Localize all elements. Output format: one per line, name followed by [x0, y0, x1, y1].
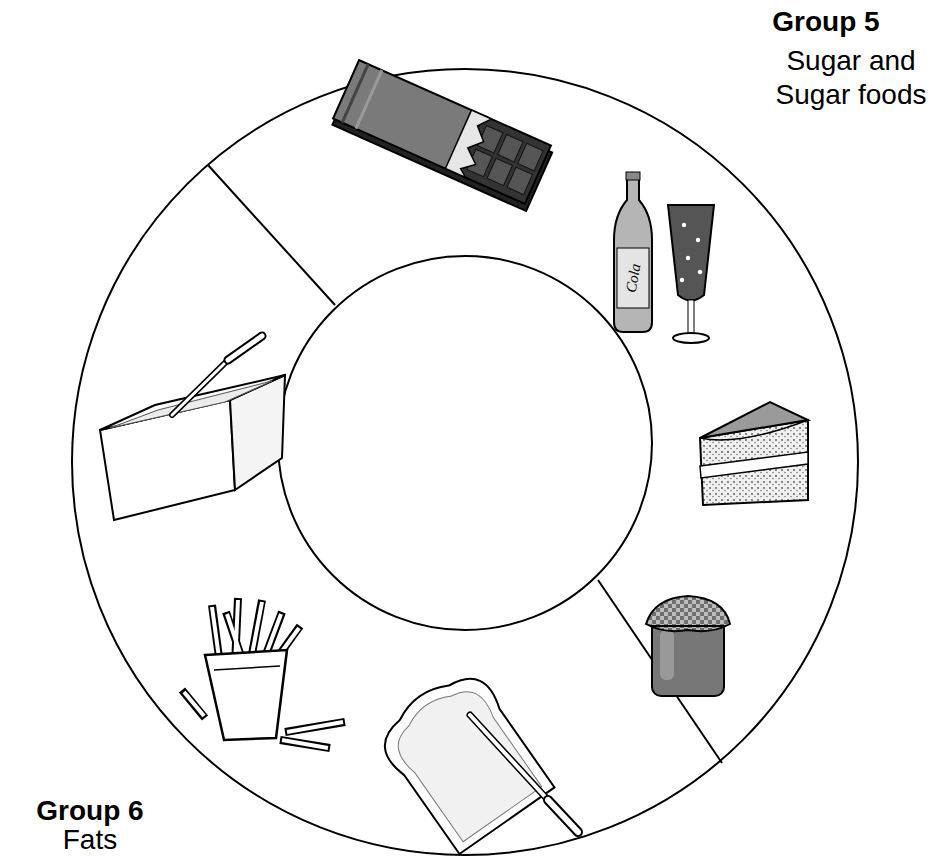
cake-slice — [700, 402, 808, 505]
box-rim — [214, 666, 280, 670]
knife-blade — [470, 715, 548, 800]
bread-spread — [385, 676, 544, 843]
knife-blade — [172, 360, 228, 415]
group-name: Fats — [5, 826, 175, 854]
bubble — [682, 223, 686, 227]
bread-slice — [369, 661, 578, 856]
tub-front — [100, 400, 235, 520]
jar-shine — [660, 630, 674, 680]
knife-handle — [228, 336, 262, 360]
chip — [282, 740, 328, 748]
chip — [280, 740, 330, 748]
glass-bowl — [668, 205, 714, 301]
wrapper-stripe — [342, 64, 368, 122]
cake-cream — [700, 452, 808, 478]
chocolate-piece — [507, 167, 532, 194]
chip-outlines — [182, 598, 345, 748]
chocolate-piece — [498, 134, 523, 161]
chip — [182, 690, 205, 718]
bubble — [696, 238, 700, 242]
bread — [369, 661, 557, 856]
chip — [285, 722, 345, 732]
glass-stem — [688, 300, 694, 335]
jam-jar — [646, 596, 730, 696]
chocolate-piece — [518, 143, 543, 170]
chip — [287, 722, 343, 732]
cola-drink — [614, 172, 714, 343]
cola-bottle — [614, 175, 652, 332]
sector-divider — [208, 165, 335, 305]
torn-foil — [445, 110, 495, 179]
wrapper-stripe — [356, 70, 382, 128]
inner-circle — [278, 256, 652, 630]
bottle-cap — [626, 172, 640, 180]
knife-blade — [470, 715, 548, 800]
knife-handle — [548, 800, 578, 832]
knife-blade — [172, 360, 228, 415]
chocolate-piece — [487, 158, 512, 185]
margarine-tub — [100, 336, 285, 520]
group-heading: Group 6 — [5, 797, 175, 825]
margarine — [110, 381, 272, 428]
chocolate-bar — [331, 60, 555, 211]
tub-top — [100, 375, 285, 430]
group-heading: Group 5 — [716, 6, 936, 38]
icing-edge — [700, 420, 808, 440]
bubble — [698, 270, 702, 274]
chip — [184, 692, 204, 716]
bread-crust — [369, 661, 557, 856]
knife-handle — [228, 336, 262, 360]
bubble — [686, 256, 690, 260]
bottle-brand: Cola — [618, 237, 648, 319]
chip-fills — [184, 600, 343, 748]
jar-cloth — [646, 596, 730, 631]
chips — [182, 598, 345, 748]
knife-handle — [548, 800, 578, 832]
group-name: Sugar and Sugar foods — [766, 44, 936, 112]
outer-ring — [72, 69, 858, 855]
cake-icing — [700, 402, 808, 438]
jar-string — [650, 625, 726, 627]
bubble — [680, 278, 684, 282]
chip-box — [205, 650, 287, 740]
glass-base — [673, 333, 709, 343]
